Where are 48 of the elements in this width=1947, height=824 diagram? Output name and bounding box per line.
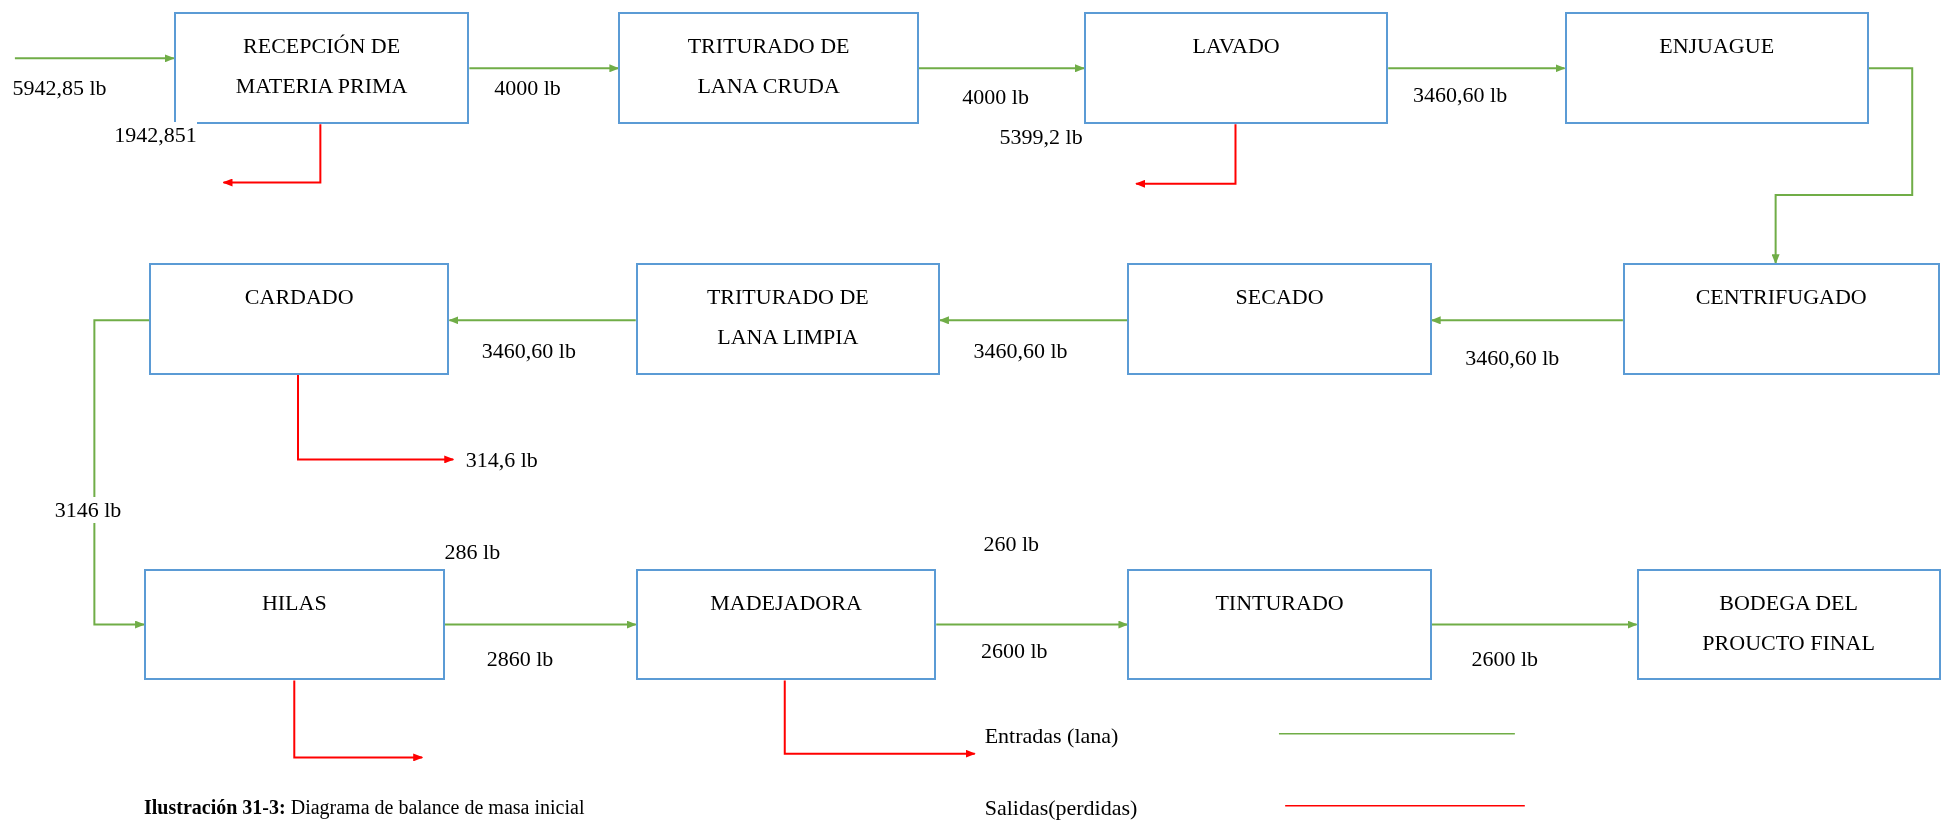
flow-arrow <box>935 620 1129 629</box>
flow-arrow <box>1430 620 1638 629</box>
process-label: SECADO <box>1235 283 1324 312</box>
mass-label: 286 lb <box>444 538 501 565</box>
flow-arrow <box>93 319 150 629</box>
loss-arrow <box>297 374 455 464</box>
process-label: HILAS <box>261 588 327 617</box>
legend-text: Entradas (lana) <box>984 722 1119 749</box>
flow-arrow <box>443 620 637 629</box>
edge-label: 3146 lb <box>54 496 122 523</box>
flow-arrow <box>938 316 1129 325</box>
process-label: ENJUAGUE <box>1659 32 1775 61</box>
loss-arrow <box>293 679 424 762</box>
flow-arrow <box>13 54 175 63</box>
edge-label: 1942,851 <box>114 121 197 148</box>
process-box <box>618 12 919 125</box>
process-box <box>1127 568 1432 681</box>
process-box <box>1564 12 1869 125</box>
flow-arrow <box>1771 67 1914 265</box>
process-label: RECEPCIÓN DE MATERIA PRIMA <box>234 32 409 101</box>
process-box <box>144 568 445 681</box>
loss-arrow <box>783 679 976 758</box>
flow-arrow <box>1430 316 1624 325</box>
mass-label: 260 lb <box>983 531 1040 558</box>
process-box <box>1127 263 1432 375</box>
process-box <box>173 12 470 125</box>
process-box <box>149 263 450 375</box>
loss-arrow <box>222 123 322 187</box>
process-label: BODEGA DEL PROUCTO FINAL <box>1701 588 1876 657</box>
process-label: CENTRIFUGADO <box>1695 283 1867 312</box>
process-label: TRITURADO DE LANA CRUDA <box>686 32 851 101</box>
flow-arrow <box>1387 64 1566 73</box>
legend-text: Salidas(perdidas) <box>984 794 1138 821</box>
caption: Ilustración 31-3: Diagrama de balance de masa inicial <box>144 794 585 819</box>
flow-arrow <box>468 64 620 73</box>
process-box <box>1622 263 1940 375</box>
process-label: LAVADO <box>1192 32 1280 61</box>
process-label: TRITURADO DE LANA LIMPIA <box>705 283 870 352</box>
process-label: CARDADO <box>244 283 354 312</box>
process-box <box>635 263 940 375</box>
flow-arrow <box>448 316 637 325</box>
process-label: MADEJADORA <box>710 588 862 617</box>
loss-arrow <box>1135 123 1237 188</box>
process-box <box>635 568 937 681</box>
process-label: TINTURADO <box>1215 588 1344 617</box>
flow-arrow <box>917 64 1085 73</box>
process-box <box>1084 12 1389 125</box>
process-box <box>1636 568 1941 681</box>
